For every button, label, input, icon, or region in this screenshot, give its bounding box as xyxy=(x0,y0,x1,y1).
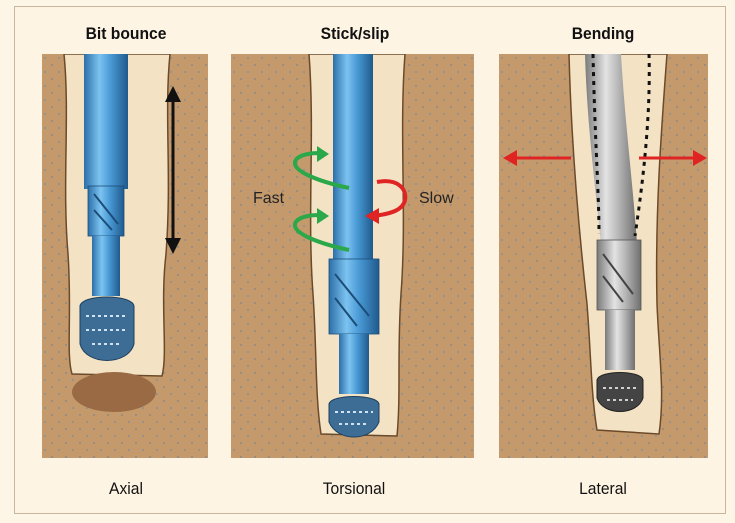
drill-bit xyxy=(329,397,379,438)
title-bending: Bending xyxy=(511,24,695,44)
stabilizer xyxy=(88,186,124,236)
panel-lateral xyxy=(499,54,708,458)
collar xyxy=(605,310,635,370)
title-bit-bounce: Bit bounce xyxy=(34,24,218,44)
title-stick-slip: Stick/slip xyxy=(263,24,447,44)
axial-illustration xyxy=(42,54,208,458)
cuttings-pile xyxy=(72,372,156,412)
panel-torsional xyxy=(231,54,474,458)
lateral-illustration xyxy=(499,54,708,458)
label-fast: Fast xyxy=(253,190,284,208)
caption-lateral: Lateral xyxy=(511,479,695,499)
collar xyxy=(92,236,120,296)
panel-axial xyxy=(42,54,208,458)
torsional-illustration xyxy=(231,54,474,458)
drill-bit xyxy=(80,297,134,361)
drill-pipe xyxy=(84,54,128,189)
drill-pipe xyxy=(333,54,373,259)
label-slow: Slow xyxy=(419,190,454,208)
drill-bit xyxy=(597,373,643,412)
collar xyxy=(339,334,369,394)
caption-torsional: Torsional xyxy=(262,479,446,499)
caption-axial: Axial xyxy=(34,479,218,499)
